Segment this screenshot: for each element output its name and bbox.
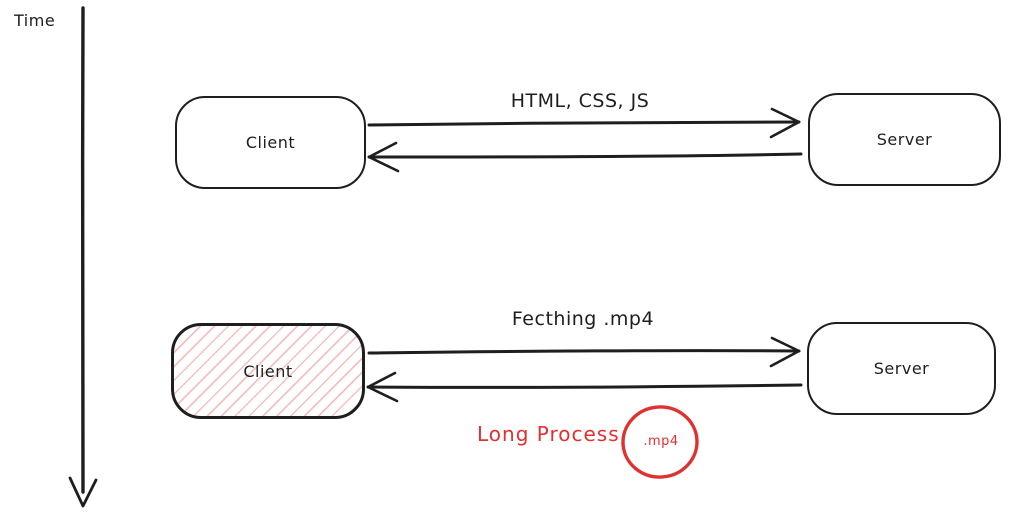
request-arrow-1: [367, 107, 801, 139]
response-arrow-1: [367, 141, 803, 173]
time-axis-label: Time: [14, 11, 56, 30]
server-box-2-label: Server: [873, 359, 930, 378]
server-box-1-label: Server: [876, 130, 933, 149]
time-arrow: [68, 6, 98, 508]
server-box-2: Server: [807, 322, 996, 415]
request-arrow-2: [367, 336, 801, 368]
mp4-circle-label: .mp4: [643, 434, 679, 449]
response-arrow-2: [366, 371, 803, 403]
client-box-2: Client: [171, 323, 365, 419]
server-box-1: Server: [808, 93, 1001, 186]
request-label-1: HTML, CSS, JS: [510, 90, 650, 112]
long-process-annotation: Long Process: [477, 422, 620, 446]
client-box-2-label: Client: [243, 361, 293, 381]
client-box-1-label: Client: [245, 133, 296, 152]
client-box-1: Client: [175, 96, 366, 189]
request-label-2: Fecthing .mp4: [511, 308, 655, 330]
